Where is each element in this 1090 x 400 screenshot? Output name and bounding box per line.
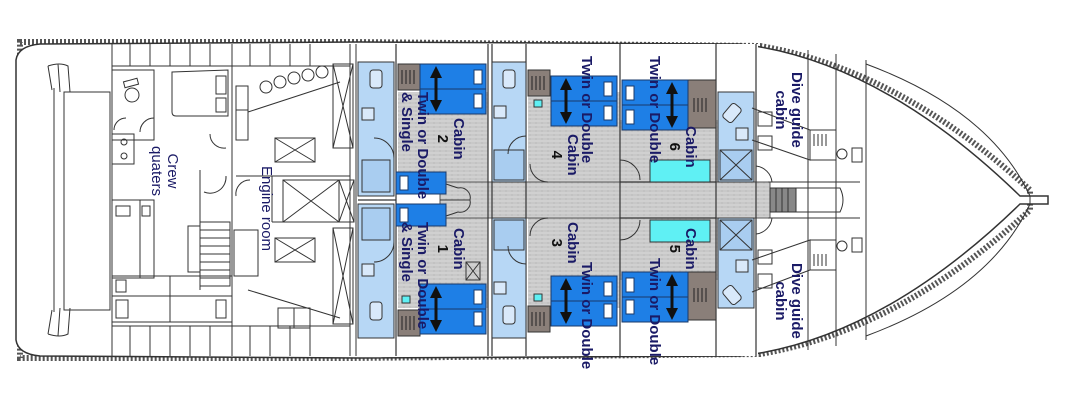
cabin-1-name: Cabin 1 <box>434 228 467 270</box>
cabin-5-bed-label: Twin or Double <box>646 258 663 366</box>
wardrobes <box>397 63 717 337</box>
cabin-5-name: Cabin 5 <box>666 228 699 270</box>
bath-tubs <box>401 99 711 304</box>
bed-convert-arrows <box>430 66 678 332</box>
cabin-2-name: Cabin 2 <box>434 118 467 160</box>
crew-engine-walls <box>111 44 357 356</box>
bathrooms <box>357 61 755 339</box>
cabin-6-name: Cabin 6 <box>666 126 699 168</box>
stern-deck <box>47 63 111 337</box>
crew-quarters-label: Crew quaters <box>148 146 181 197</box>
engine-room-machinery <box>259 63 355 329</box>
dive-guide-cabin-top-label: Dive guide cabin <box>772 72 805 148</box>
cabin-3-name: Cabin 3 <box>548 222 581 264</box>
bow-tip <box>865 63 1031 337</box>
cabin-1-bed-label: Twin or Double & Single <box>398 222 431 330</box>
cabin-4-bed-label: Twin or Double <box>578 56 595 164</box>
bow-section <box>751 50 867 350</box>
corridor-doors <box>439 159 641 241</box>
dive-guide-cabin-bottom-label: Dive guide cabin <box>772 263 805 339</box>
cabin-4-name: Cabin 4 <box>548 134 581 176</box>
engine-room-label: Engine room <box>258 166 275 252</box>
cabin-6-bed-label: Twin or Double <box>646 56 663 164</box>
cabin-3-bed-label: Twin or Double <box>578 262 595 370</box>
cabin-2-bed-label: Twin or Double & Single <box>398 92 431 200</box>
